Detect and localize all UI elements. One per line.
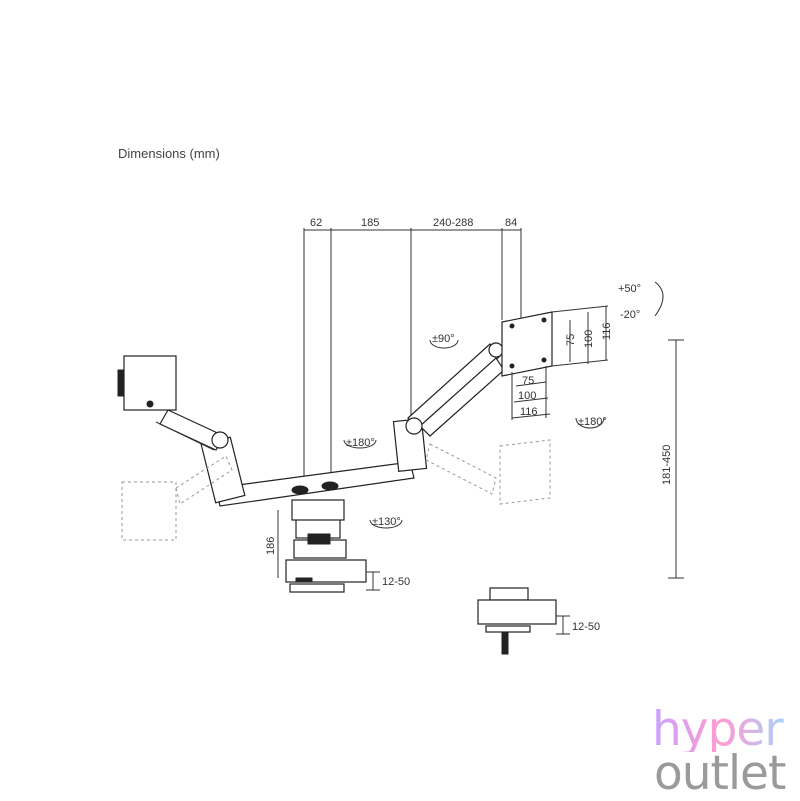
vesa-h-75: 75 [522,375,534,387]
dim-84: 84 [505,217,517,229]
ghost-positions [121,439,551,541]
dim-height-range: 181-450 [661,445,673,485]
brand-line-2: outlet [654,746,786,801]
dim-post-height: 186 [265,537,277,555]
right-upper-arm [405,342,505,437]
dim-clamp-right: 12-50 [572,621,600,633]
tilt-up-label: +50° [618,283,641,295]
dim-240-288: 240-288 [433,217,473,229]
vesa-v-116: 116 [601,322,613,340]
right-vesa-plate [501,305,609,420]
arm-rotate-label: ±180° [346,437,375,449]
vesa-v-100: 100 [583,330,595,348]
dim-62: 62 [310,217,322,229]
brand-logo: hyper outlet [652,706,792,801]
brand-line-1: hyper [652,706,792,753]
left-vesa-plate [117,355,177,411]
rotate-screen-label: ±180° [578,416,607,428]
left-clamp [285,539,380,593]
vesa-h-116: 116 [520,406,538,418]
top-dimension-lines [303,228,522,490]
diagram-title: Dimensions (mm) [118,146,220,161]
dim-185: 185 [361,217,379,229]
rotation-arrows [343,281,664,529]
base-rotate-label: ±130° [372,516,401,528]
height-dimension [668,339,684,579]
tilt-down-label: -20° [620,309,640,321]
dim-clamp-left: 12-50 [382,576,410,588]
swivel-label: ±90° [432,333,455,345]
main-arms [200,418,428,507]
left-upper-arm [155,409,229,451]
right-clamp [477,587,570,655]
vesa-h-100: 100 [518,390,536,402]
vesa-v-75: 75 [565,334,577,346]
center-post [291,499,345,545]
